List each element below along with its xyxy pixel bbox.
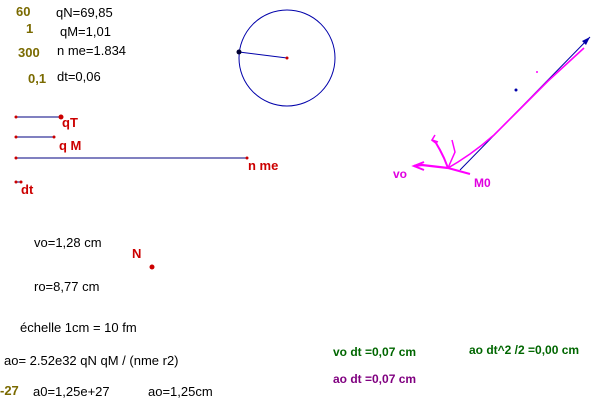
param-value-qN[interactable]: 60	[16, 4, 31, 19]
ao-dt-readout: ao dt =0,07 cm	[333, 372, 417, 386]
orbit-circle	[238, 9, 336, 107]
vo-dt-readout: vo dt =0,07 cm	[333, 345, 417, 359]
slider-nme-handle[interactable]	[245, 156, 249, 160]
vo-point-label: vo	[393, 167, 408, 181]
nucleus-label: N	[132, 246, 142, 261]
ao-dt2-readout: ao dt^2 /2 =0,00 cm	[469, 343, 580, 357]
slider-dt-origin	[14, 180, 18, 184]
slider-qT-label: qT	[62, 115, 78, 130]
slider-qM-label: q M	[59, 138, 82, 153]
a0-readout: a0=1,25e+27	[33, 384, 110, 399]
ao-cm-readout: ao=1,25cm	[148, 384, 213, 399]
m0-point-label: M0	[474, 176, 491, 190]
param-value-qM[interactable]: 1	[26, 21, 34, 36]
vo-readout: vo=1,28 cm	[34, 235, 102, 250]
param-value-dt[interactable]: 0,1	[28, 71, 47, 86]
slider-dt-label: dt	[21, 182, 34, 197]
slider-nme-label: n me	[248, 158, 279, 173]
trajectory-trace	[411, 47, 585, 176]
ro-readout: ro=8,77 cm	[34, 279, 100, 294]
slider-dt-handle[interactable]	[19, 180, 23, 184]
param-label-qM: qM=1,01	[60, 24, 111, 39]
radius-segment	[238, 51, 288, 59]
exponent-value[interactable]: -27	[0, 383, 19, 398]
direction-arrowhead	[582, 37, 590, 45]
slider-qM-origin	[14, 135, 18, 139]
acceleration-formula: ao= 2.52e32 qN qM / (nme r2)	[4, 353, 179, 368]
scale-readout: échelle 1cm = 10 fm	[20, 320, 137, 335]
param-label-nme: n me=1.834	[57, 43, 127, 58]
slider-qM-handle[interactable]	[52, 135, 56, 139]
slider-qT-origin	[14, 115, 18, 119]
param-value-nme[interactable]: 300	[18, 45, 40, 60]
radius-handle-point[interactable]	[236, 49, 242, 55]
circle-center-point	[285, 56, 289, 60]
slider-qT-handle[interactable]	[58, 114, 64, 120]
nucleus-point[interactable]	[149, 264, 155, 270]
param-label-qN: qN=69,85	[56, 5, 113, 20]
slider-nme-origin	[14, 156, 18, 160]
param-label-dt: dt=0,06	[57, 69, 101, 84]
